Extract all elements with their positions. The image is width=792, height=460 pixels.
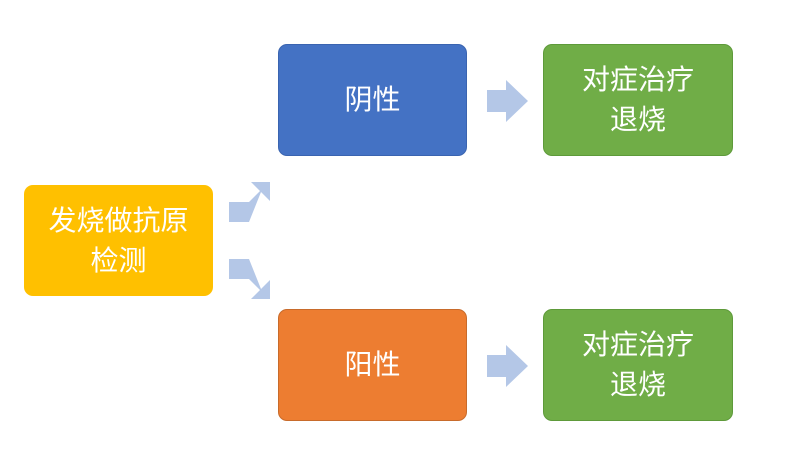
node-treatment-positive-line2: 退烧 xyxy=(609,368,666,401)
node-start-label-line2: 检测 xyxy=(90,243,147,277)
arrow-start-to-positive xyxy=(229,259,270,299)
node-treatment-positive-line1: 对症治疗 xyxy=(581,328,694,361)
node-start-fever-antigen-test: 发烧做抗原 检测 xyxy=(24,185,213,296)
node-negative: 阴性 xyxy=(278,44,467,156)
node-negative-label: 阴性 xyxy=(344,83,401,116)
node-treatment-positive-label: 对症治疗 退烧 xyxy=(574,325,702,405)
node-start-label: 发烧做抗原 检测 xyxy=(40,201,196,281)
node-positive: 阳性 xyxy=(278,309,467,421)
arrow-negative-to-treatment xyxy=(487,80,528,122)
node-treatment-negative-label: 对症治疗 退烧 xyxy=(574,60,702,140)
arrow-start-to-negative xyxy=(229,182,270,222)
node-treatment-negative-line2: 退烧 xyxy=(609,103,666,136)
node-positive-label: 阳性 xyxy=(344,348,401,381)
node-treatment-negative: 对症治疗 退烧 xyxy=(543,44,733,156)
node-treatment-positive: 对症治疗 退烧 xyxy=(543,309,733,421)
arrow-positive-to-treatment xyxy=(487,345,528,387)
node-start-label-line1: 发烧做抗原 xyxy=(48,203,189,237)
node-treatment-negative-line1: 对症治疗 xyxy=(581,63,694,96)
